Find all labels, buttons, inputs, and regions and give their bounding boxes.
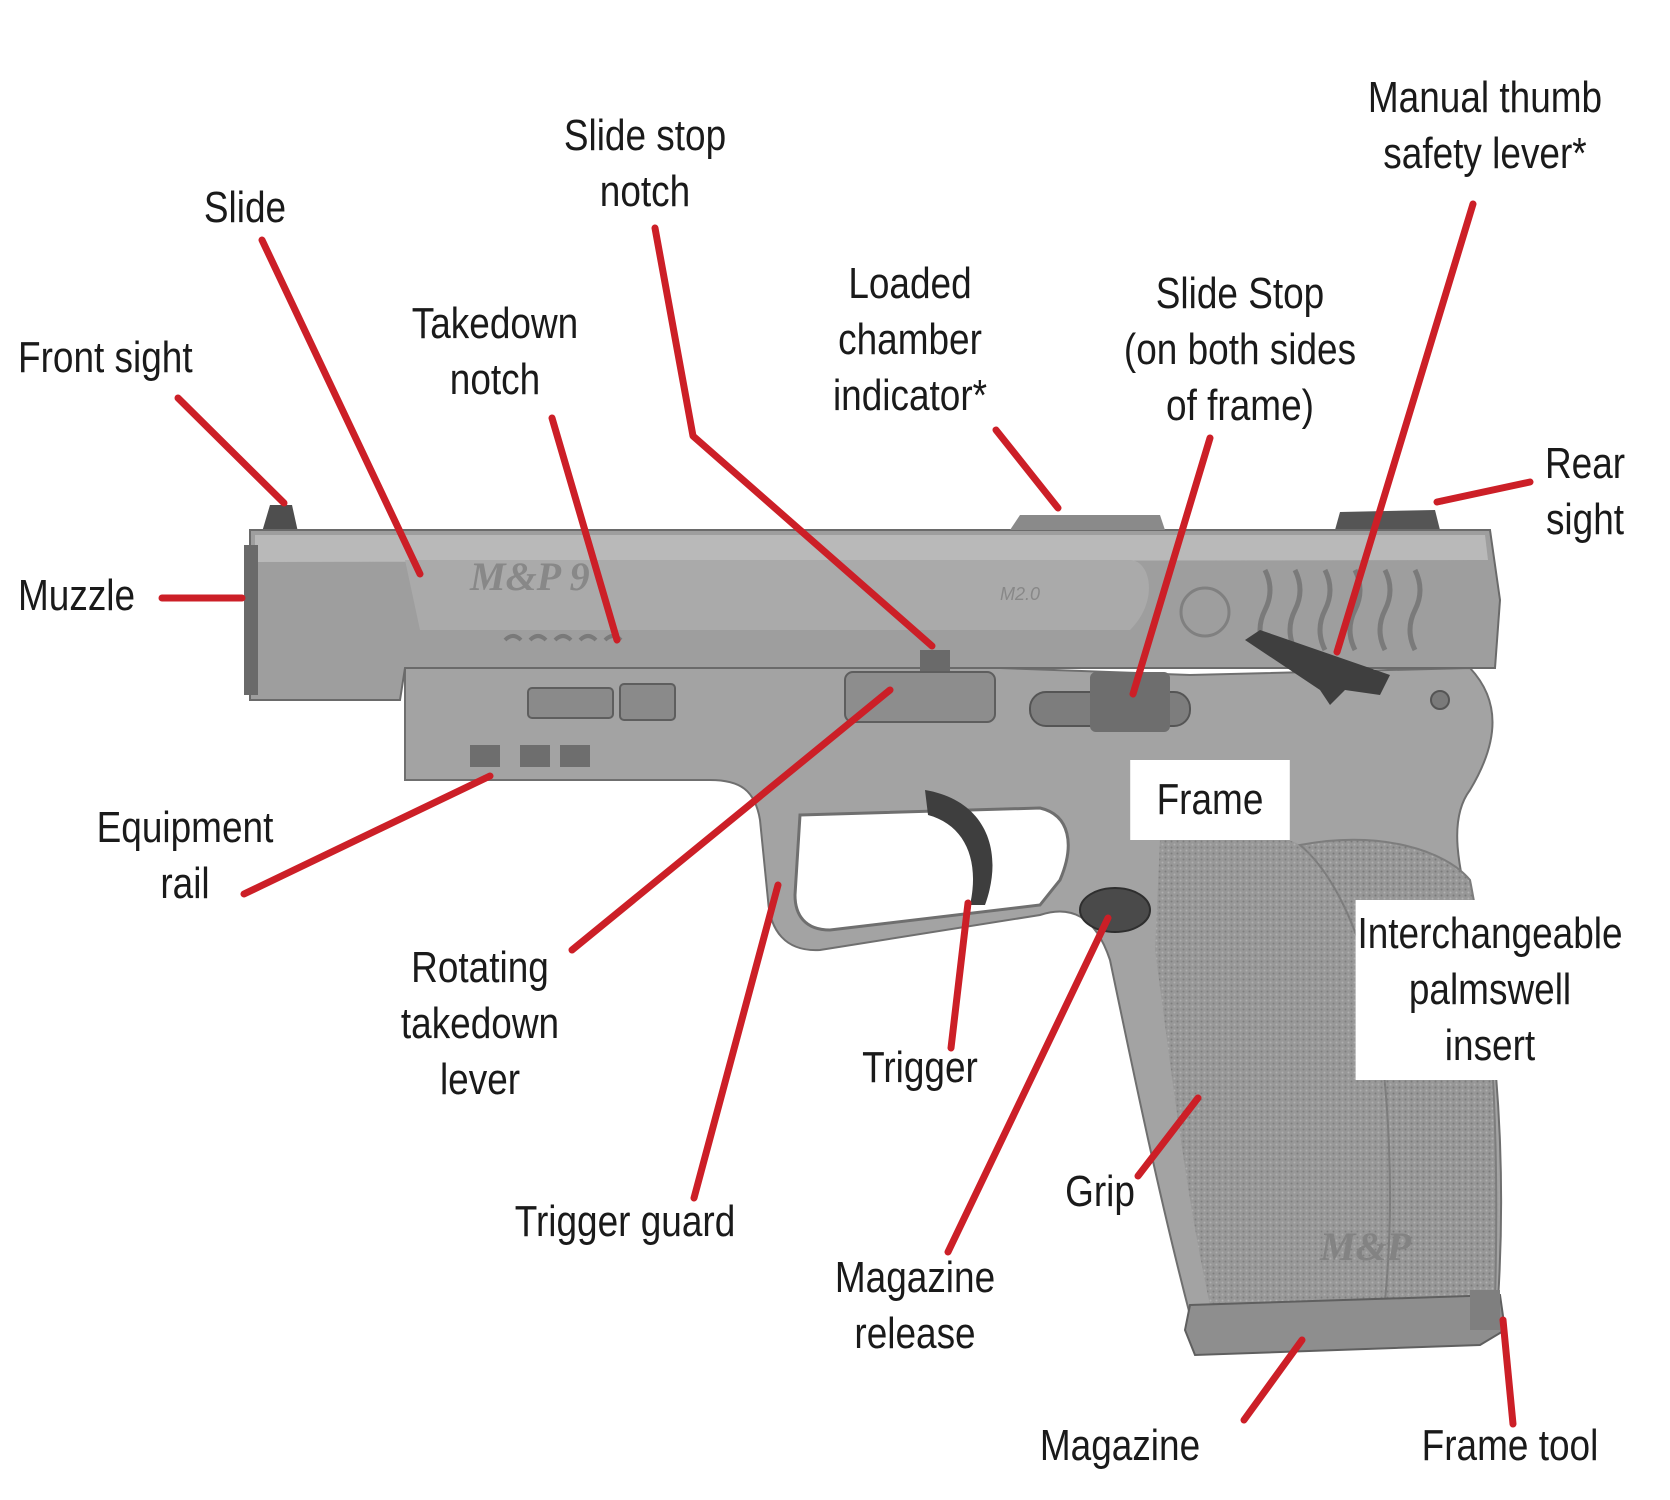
label-rotating-takedown-lever: Rotating takedown lever <box>400 943 560 1104</box>
label-takedown-notch: Takedown notch <box>411 299 579 404</box>
label-trigger-guard: Trigger guard <box>514 1197 736 1246</box>
arrow-trigger <box>947 899 972 1052</box>
label-loaded-chamber-indicator: Loaded chamber indicator* <box>832 259 988 420</box>
label-magazine: Magazine <box>1039 1421 1201 1470</box>
label-manual-thumb-safety: Manual thumb safety lever* <box>1367 73 1603 178</box>
label-slide-stop: Slide Stop (on both sides of frame) <box>1123 269 1357 430</box>
arrow-front-sight <box>174 394 288 507</box>
arrow-frame-tool <box>1499 1316 1517 1428</box>
label-frame: Frame <box>1130 760 1290 840</box>
label-front-sight: Front sight <box>18 333 193 382</box>
arrow-manual-thumb-safety <box>1333 200 1477 656</box>
arrow-magazine <box>1240 1336 1306 1424</box>
arrow-rotating-takedown <box>568 686 894 954</box>
magazine-base-shape <box>1183 1293 1507 1357</box>
arrow-takedown-notch <box>548 414 621 644</box>
slide-logo: M&P 9 <box>469 554 590 599</box>
rail-slots <box>470 745 590 767</box>
slide-flat <box>405 560 1149 630</box>
front-sight-shape <box>262 505 298 532</box>
label-frame-tool: Frame tool <box>1421 1421 1599 1470</box>
slide-roundel <box>1179 586 1231 638</box>
arrow-loaded-chamber <box>992 426 1062 512</box>
arrow-grip <box>1134 1094 1202 1180</box>
slide-model: M2.0 <box>1000 584 1040 604</box>
arrow-slide-stop-notch <box>651 224 936 650</box>
grip-logo: M&P <box>1319 1224 1412 1269</box>
label-slide: Slide <box>203 183 287 232</box>
trigger-shape <box>925 790 993 905</box>
arrow-slide <box>258 236 424 578</box>
loaded-chamber-indicator-shape <box>1010 515 1165 530</box>
label-equipment-rail: Equipment rail <box>96 803 274 908</box>
label-trigger: Trigger <box>862 1043 978 1092</box>
grip-texture <box>1155 827 1392 1305</box>
takedown-lever-shape <box>844 671 996 723</box>
thumb-safety-shape <box>1245 630 1390 705</box>
slide-stop-grip-shape <box>1090 672 1170 732</box>
label-muzzle: Muzzle <box>18 571 136 620</box>
arrow-trigger-guard <box>690 881 782 1202</box>
label-rear-sight: Rear sight <box>1544 439 1626 544</box>
arrow-equipment-rail <box>240 772 494 898</box>
pistol: M&P 9 M2.0 M&P <box>244 505 1507 1357</box>
muzzle-shape <box>244 545 258 695</box>
takedown-window-left <box>527 687 614 719</box>
label-interchangeable-palmswell: Interchangeable palmswell insert <box>1355 900 1625 1080</box>
frame-pin <box>1430 690 1450 710</box>
takedown-window-right <box>619 683 676 721</box>
label-magazine-release: Magazine release <box>834 1253 996 1358</box>
trigger-guard-opening <box>793 806 1070 932</box>
frame-tool-shape <box>1470 1290 1500 1330</box>
slide-top-highlight <box>255 535 1488 562</box>
rear-sight-shape <box>1335 510 1440 530</box>
magazine-release-shape <box>1079 887 1151 933</box>
label-slide-stop-notch: Slide stop notch <box>563 111 727 216</box>
callout-arrows <box>158 200 1534 1428</box>
arrow-rear-sight <box>1433 478 1534 506</box>
arrow-magazine-release <box>944 914 1112 1256</box>
label-grip: Grip <box>1065 1167 1135 1216</box>
arrow-slide-stop <box>1129 434 1214 698</box>
